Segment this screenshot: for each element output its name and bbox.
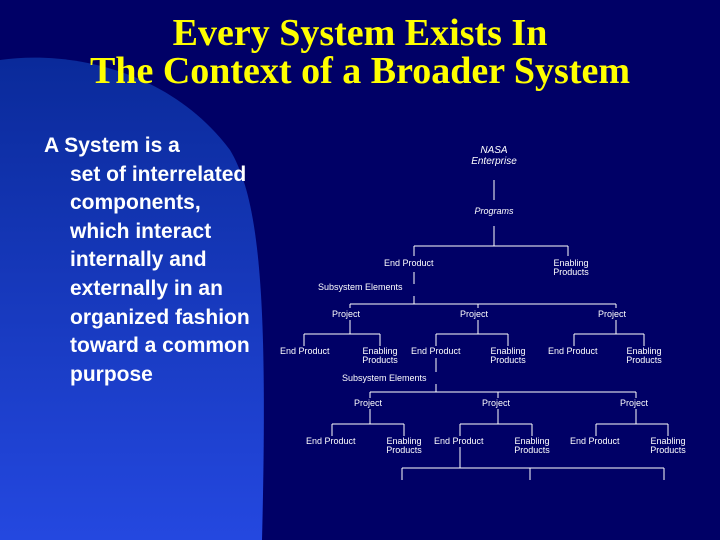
project-l1-b: Project xyxy=(460,309,489,319)
definition-text: A System is a set of interrelated compon… xyxy=(44,132,264,389)
definition-first-line: A System is a xyxy=(44,134,180,157)
end-product-l2-b: End Product xyxy=(411,346,461,356)
enabling-products-l2-a: Enabling Products xyxy=(362,346,398,365)
nasa-label: NASA xyxy=(480,145,508,156)
enabling-products-l2-b: Enabling Products xyxy=(490,346,526,365)
subsystem-elements-level1: Subsystem Elements xyxy=(318,282,403,292)
end-product-l2-a: End Product xyxy=(280,346,330,356)
slide-title: Every System Exists In The Context of a … xyxy=(0,14,720,90)
enabling-products-level1: Enabling Products xyxy=(553,258,589,277)
enabling-products-l2-c: Enabling Products xyxy=(626,346,662,365)
enabling-products-l3-a: Enabling Products xyxy=(386,436,422,455)
end-product-l3-b: End Product xyxy=(434,436,484,446)
definition-rest: set of interrelated components, which in… xyxy=(70,162,250,386)
end-product-l2-c: End Product xyxy=(548,346,598,356)
project-l2-b: Project xyxy=(482,398,511,408)
project-l2-c: Project xyxy=(620,398,649,408)
project-l1-a: Project xyxy=(332,309,361,319)
nasa-enterprise-node: NASA Enterprise xyxy=(464,145,524,167)
project-l2-a: Project xyxy=(354,398,383,408)
enabling-products-l3-b: Enabling Products xyxy=(514,436,550,455)
project-l1-c: Project xyxy=(598,309,627,319)
end-product-l3-c: End Product xyxy=(570,436,620,446)
title-line-1: Every System Exists In xyxy=(172,12,548,54)
end-product-level1: End Product xyxy=(384,258,434,268)
programs-node: Programs xyxy=(474,206,514,216)
enabling-products-l3-c: Enabling Products xyxy=(650,436,686,455)
subsystem-elements-level2: Subsystem Elements xyxy=(342,373,427,383)
title-line-2: The Context of a Broader System xyxy=(89,50,631,92)
end-product-l3-a: End Product xyxy=(306,436,356,446)
enterprise-label: Enterprise xyxy=(471,156,517,167)
